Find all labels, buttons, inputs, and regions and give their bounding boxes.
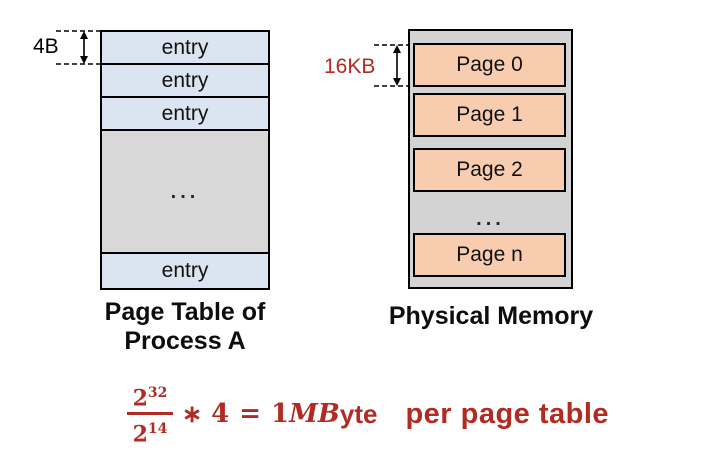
- numerator-exponent: 32: [147, 384, 168, 401]
- fraction-bar: [127, 412, 173, 415]
- denominator-exponent: 14: [147, 421, 168, 437]
- entry-size-arrow: [56, 30, 100, 65]
- page-table: entry entry entry ... entry: [100, 30, 270, 290]
- fraction-numerator: 232: [133, 381, 168, 411]
- multiplicand: 4: [211, 399, 230, 429]
- denominator-base: 2: [132, 421, 148, 448]
- fraction: 232 214: [127, 381, 173, 448]
- result-number: 1: [271, 399, 290, 429]
- page-table-caption-line2: Process A: [124, 327, 246, 355]
- page-table-entry: entry: [102, 65, 268, 98]
- memory-page: Page 1: [413, 93, 566, 137]
- entry-size-label: 4B: [33, 35, 59, 58]
- page-table-caption: Page Table of Process A: [85, 298, 285, 356]
- equals-sign: =: [239, 399, 261, 429]
- physical-memory-caption: Physical Memory: [388, 302, 594, 330]
- page-table-entry: entry: [102, 252, 268, 288]
- multiply-operator: ∗: [182, 400, 203, 428]
- ellipsis: ...: [476, 208, 505, 230]
- fraction-denominator: 214: [133, 417, 168, 447]
- formula-suffix: per page table: [405, 397, 610, 430]
- numerator-base: 2: [132, 385, 148, 411]
- ellipsis: ...: [170, 180, 200, 203]
- memory-page: Page 2: [413, 148, 566, 192]
- memory-ellipsis-region: ...: [410, 208, 571, 230]
- result-math: MB: [289, 399, 340, 429]
- page-table-ellipsis-region: ...: [102, 131, 268, 252]
- page-table-entry: entry: [102, 32, 268, 65]
- page-table-caption-line1: Page Table of: [104, 298, 266, 326]
- page-size-label: 16KB: [324, 55, 376, 78]
- physical-memory: Page 0 Page 1 Page 2 ... Page n: [408, 29, 573, 289]
- page-table-entry: entry: [102, 98, 268, 131]
- memory-page: Page 0: [413, 43, 566, 87]
- memory-page: Page n: [413, 233, 566, 277]
- page-table-size-formula: 232 214 ∗ 4 = 1 MB yte per page table: [127, 381, 610, 448]
- result-unit: yte: [339, 398, 378, 429]
